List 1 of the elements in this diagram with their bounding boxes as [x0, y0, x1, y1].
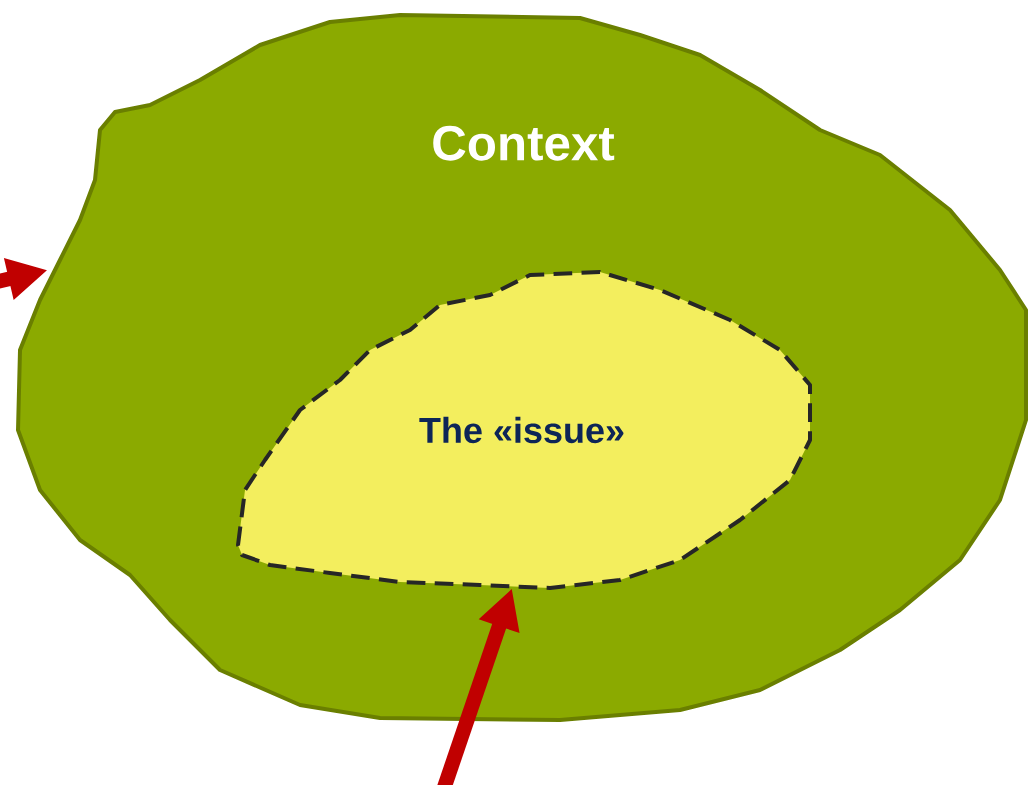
- dashed-region-blob: The «issue»: [236, 270, 812, 590]
